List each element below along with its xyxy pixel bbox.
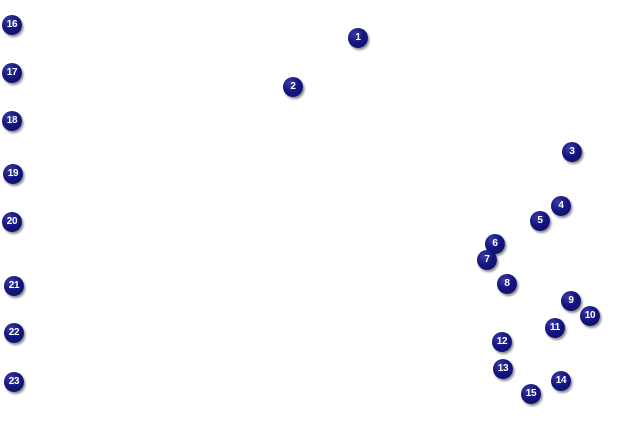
marker-label: 4: [558, 200, 564, 211]
marker-1[interactable]: 1: [348, 28, 368, 48]
marker-label: 21: [8, 280, 20, 291]
marker-21[interactable]: 21: [4, 276, 24, 296]
marker-9[interactable]: 9: [561, 291, 581, 311]
marker-label: 8: [504, 278, 510, 289]
marker-18[interactable]: 18: [2, 111, 22, 131]
marker-label: 16: [6, 19, 18, 30]
marker-15[interactable]: 15: [521, 384, 541, 404]
marker-23[interactable]: 23: [4, 372, 24, 392]
marker-label: 9: [568, 295, 574, 306]
marker-label: 5: [537, 215, 543, 226]
marker-label: 14: [555, 375, 567, 386]
marker-label: 11: [550, 322, 560, 333]
marker-17[interactable]: 17: [2, 63, 22, 83]
marker-label: 15: [525, 388, 537, 399]
marker-label: 7: [484, 254, 490, 265]
marker-20[interactable]: 20: [2, 212, 22, 232]
marker-label: 23: [8, 376, 20, 387]
marker-label: 10: [584, 310, 596, 321]
marker-label: 3: [569, 146, 575, 157]
marker-label: 18: [6, 115, 18, 126]
marker-19[interactable]: 19: [3, 164, 23, 184]
marker-label: 17: [6, 67, 18, 78]
marker-16[interactable]: 16: [2, 15, 22, 35]
marker-13[interactable]: 13: [493, 359, 513, 379]
marker-8[interactable]: 8: [497, 274, 517, 294]
marker-14[interactable]: 14: [551, 371, 571, 391]
marker-10[interactable]: 10: [580, 306, 600, 326]
marker-label: 12: [496, 336, 508, 347]
marker-label: 13: [497, 363, 509, 374]
marker-5[interactable]: 5: [530, 211, 550, 231]
marker-2[interactable]: 2: [283, 77, 303, 97]
marker-label: 1: [355, 32, 361, 43]
marker-label: 20: [6, 216, 18, 227]
marker-11[interactable]: 11: [545, 318, 565, 338]
marker-label: 19: [7, 168, 19, 179]
marker-4[interactable]: 4: [551, 196, 571, 216]
marker-12[interactable]: 12: [492, 332, 512, 352]
marker-22[interactable]: 22: [4, 323, 24, 343]
marker-label: 22: [8, 327, 20, 338]
marker-7[interactable]: 7: [477, 250, 497, 270]
marker-label: 2: [290, 81, 296, 92]
marker-label: 6: [492, 238, 498, 249]
marker-3[interactable]: 3: [562, 142, 582, 162]
